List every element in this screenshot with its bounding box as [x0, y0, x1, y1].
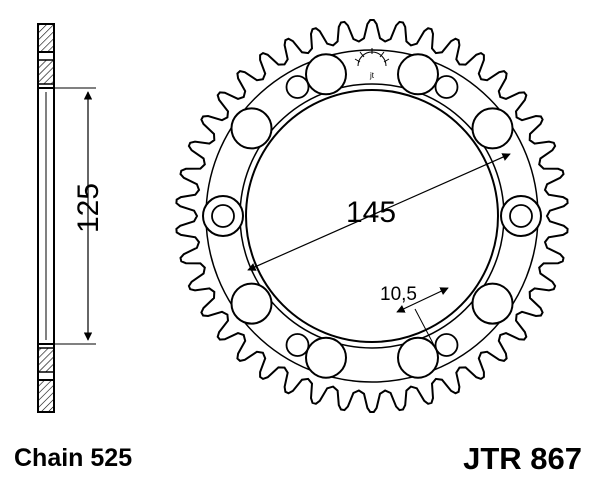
large-bolt-hole	[471, 282, 514, 325]
large-bolt-hole	[230, 282, 273, 325]
side-profile: 125	[37, 23, 105, 413]
small-bolt-hole	[211, 204, 235, 228]
dimension-10-5: 10,5	[380, 284, 449, 350]
dimension-145-line	[247, 153, 511, 271]
small-bolt-hole	[434, 333, 459, 357]
bolt-holes	[202, 53, 542, 379]
small-bolt-hole	[285, 75, 310, 99]
small-bolt-hole	[509, 204, 533, 228]
part-number: JTR 867	[463, 441, 582, 476]
dimension-125-label: 125	[72, 183, 105, 233]
profile-hatch-bottom	[37, 379, 55, 413]
profile-hatch-top	[37, 23, 55, 53]
large-bolt-hole	[397, 336, 439, 379]
chain-size-label: Chain 525	[14, 444, 133, 472]
dimension-10-5-label: 10,5	[380, 284, 417, 305]
small-bolt-hole	[285, 333, 310, 357]
sprocket-front: jt 145 10,5	[175, 19, 569, 413]
dimension-145-label: 145	[346, 196, 396, 229]
large-bolt-hole	[305, 53, 347, 96]
large-bolt-hole	[305, 336, 347, 379]
profile-hatch-top-inner	[37, 59, 55, 85]
jt-logo-text: jt	[369, 71, 375, 80]
large-bolt-hole	[397, 53, 439, 96]
jt-logo: jt	[354, 48, 390, 80]
large-bolt-hole	[471, 107, 514, 150]
profile-hatch-bottom-inner	[37, 347, 55, 373]
small-bolt-hole	[434, 75, 459, 99]
large-bolt-hole	[230, 107, 273, 150]
